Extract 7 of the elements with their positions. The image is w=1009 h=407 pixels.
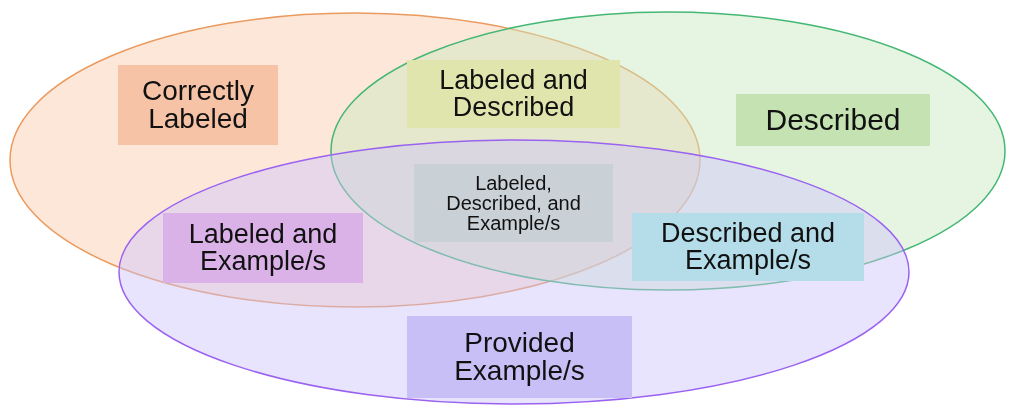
set-label: Provided Example/s: [407, 316, 632, 398]
set-label: Labeled and Example/s: [163, 213, 363, 283]
set-label: Described and Example/s: [632, 213, 864, 281]
set-label: Labeled and Described: [407, 60, 620, 128]
set-label: Described: [736, 94, 930, 146]
set-label: Correctly Labeled: [118, 65, 278, 145]
set-label: Labeled, Described, and Example/s: [414, 164, 613, 242]
